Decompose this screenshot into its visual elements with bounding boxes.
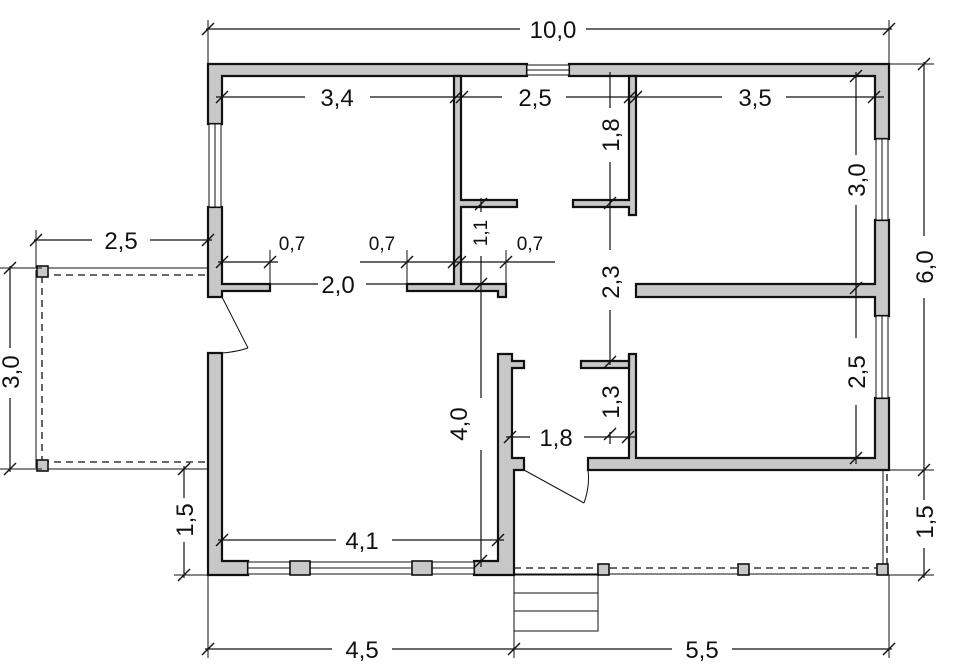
- wall-right-lower: [586, 352, 891, 472]
- label-mid-right-room-depth: 2,5: [844, 355, 871, 388]
- wall-closet: [579, 354, 631, 370]
- label-veranda-depth: 3,0: [0, 355, 25, 388]
- label-corridor-width: 2,5: [518, 85, 551, 112]
- label-terrace-depth: 1,5: [912, 505, 939, 538]
- label-width-right: 5,5: [685, 637, 718, 664]
- walls: [206, 62, 891, 577]
- terrace-post-2: [737, 563, 750, 576]
- wall-left-lower: [206, 351, 250, 577]
- doors: [221, 296, 589, 504]
- label-room-top-depth: 1,8: [598, 118, 625, 151]
- dimension-lines: [0, 20, 934, 658]
- label-living-depth: 4,0: [446, 407, 473, 440]
- door-vestibule: [523, 469, 585, 504]
- label-opening-c: 0,7: [517, 234, 543, 255]
- windows: [208, 64, 889, 576]
- window-mullion-1: [289, 560, 311, 576]
- label-hall-depth: 2,3: [598, 265, 625, 298]
- label-living-width: 4,1: [345, 528, 378, 555]
- label-opening-a: 0,7: [279, 234, 305, 255]
- terrace: [514, 470, 889, 576]
- label-entry-offset: 1,5: [172, 503, 199, 536]
- label-overall-depth: 6,0: [912, 250, 939, 283]
- label-room-left-width: 3,4: [320, 85, 353, 112]
- wall-left-mid: [206, 205, 272, 299]
- terrace-post-1: [597, 563, 610, 576]
- veranda: [35, 265, 208, 472]
- label-overall-width: 10,0: [530, 17, 577, 44]
- label-opening-b: 0,7: [369, 234, 395, 255]
- label-room-right-width: 3,5: [738, 85, 771, 112]
- label-bottom-room-depth: 1,3: [598, 385, 625, 418]
- entrance-steps: [513, 574, 599, 632]
- window-mullion-2: [411, 560, 433, 576]
- wall-right-mid: [634, 218, 891, 318]
- veranda-post-bottom: [36, 459, 49, 472]
- wall-interior-1: [405, 74, 519, 299]
- label-veranda-width: 2,5: [104, 228, 137, 255]
- terrace-post-3: [876, 563, 889, 576]
- label-width-left: 4,5: [345, 637, 378, 664]
- label-closet-width: 2,0: [321, 272, 354, 299]
- veranda-post-top: [36, 265, 49, 278]
- label-top-right-room-depth: 3,0: [844, 163, 871, 196]
- dimension-labels: 10,0 4,5 5,5 3,4 2,5 3,5 2,0 0,7 0,7 0,7…: [0, 17, 939, 664]
- door-entry: [221, 296, 249, 349]
- label-small-room-depth: 1,1: [471, 220, 492, 246]
- label-vestibule-width: 1,8: [539, 425, 572, 452]
- wall-top-left: [206, 62, 529, 126]
